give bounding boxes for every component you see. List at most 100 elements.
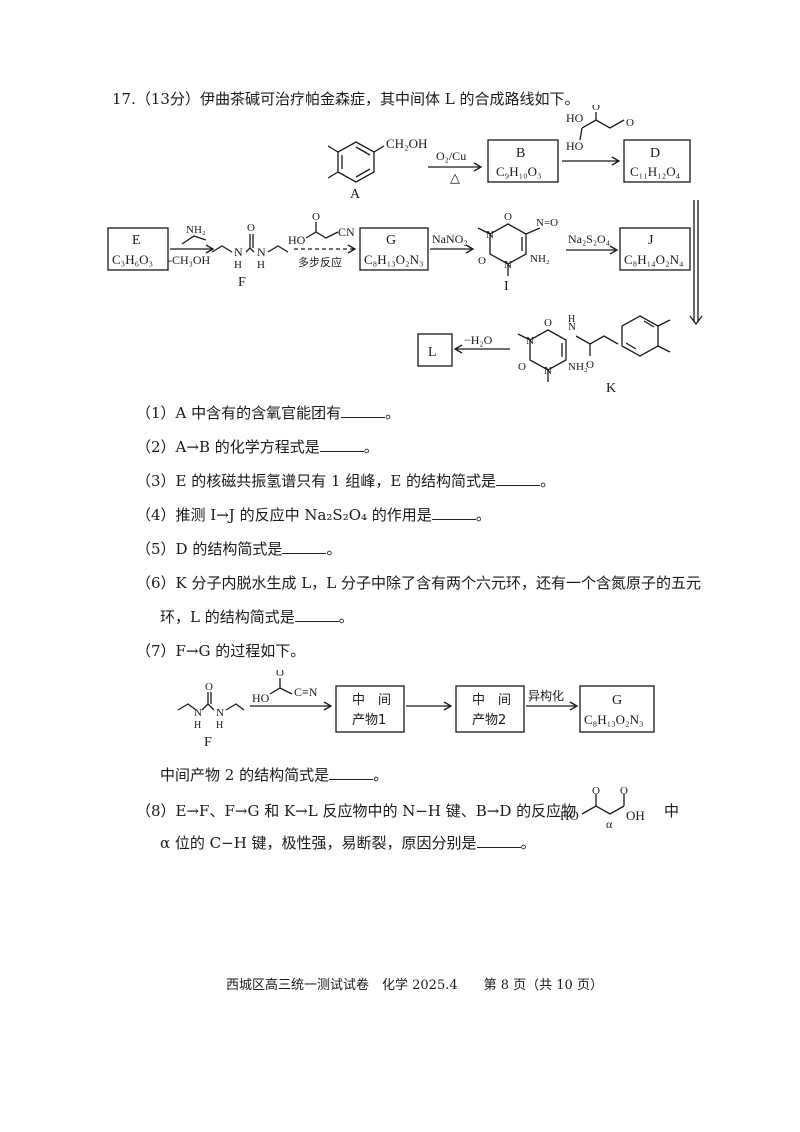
answer-blank-2[interactable] — [319, 437, 364, 452]
reagent-cn: C≡N — [294, 685, 318, 699]
isomerization-label: 异构化 — [528, 688, 564, 703]
compound-k-structure — [517, 315, 671, 382]
compound-b-box — [487, 139, 559, 183]
i-o1: O — [504, 211, 512, 223]
compound-j-label: J — [648, 233, 654, 248]
arrow-kl-reagent: −H₂O — [464, 333, 493, 347]
box1-line2: 产物1 — [352, 713, 386, 728]
f2-h2: H — [216, 720, 223, 731]
answer-blank-5[interactable] — [282, 539, 327, 554]
box2-line1: 中 间 — [472, 693, 511, 708]
f2-h1: H — [194, 720, 201, 731]
question-8a: （8）E→F、F→G 和 K→L 反应物中的 N−H 键、B→D 的反应物 — [136, 802, 577, 820]
question-header: 17.（13分）伊曲茶碱可治疗帕金森症，其中间体 L 的合成路线如下。 — [112, 88, 579, 109]
question-7-answer: 中间产物 2 的结构简式是。 — [160, 765, 389, 784]
malonic-acid-inline: HO OH O O α — [560, 786, 645, 830]
compound-j-box — [619, 227, 691, 271]
compound-e-label: E — [132, 233, 141, 248]
box1-line1: 中 间 — [352, 693, 391, 708]
f2-n2: N — [216, 707, 224, 719]
compound-l-box — [417, 333, 453, 367]
compound-l-label: L — [428, 345, 437, 360]
question-2: （2）A→B 的化学方程式是。 — [136, 437, 379, 456]
arrow-gi-reagent: NaNO₂ — [432, 232, 468, 246]
f-o: O — [247, 222, 255, 234]
compound-d-label: D — [650, 146, 660, 161]
answer-blank-7[interactable] — [329, 765, 374, 780]
compound-g-box — [359, 227, 429, 271]
arrow-ab-reagent: O₂/Cu — [436, 149, 466, 163]
malonic-o1: O — [592, 105, 600, 113]
reagent-ho: HO — [252, 691, 270, 705]
malonic-inline-oh: OH — [626, 808, 645, 823]
i-nh2: NH₂ — [530, 253, 550, 265]
g2-formula: C₈H₁₃O₂N₃ — [584, 712, 644, 727]
f-to-g-scheme: O N H N H F HO O C≡N 中 间 产物1 中 间 产物2 异构化… — [177, 670, 655, 750]
f2-label: F — [204, 735, 212, 750]
arrow-fg-note: 多步反应 — [298, 255, 342, 269]
question-6b: 环，L 的结构简式是。 — [160, 607, 354, 626]
f2-o: O — [205, 681, 213, 693]
compound-d-formula: C₁₁H₁₂O₄ — [630, 164, 681, 179]
malonic-ho2: HO — [566, 139, 584, 153]
answer-blank-4[interactable] — [431, 505, 476, 520]
question-8-zhong: 中 — [664, 802, 680, 820]
synthesis-scheme: CH₂OH A O₂/Cu △ B C₉H₁₀O₃ HO HO O O D C₁… — [107, 105, 703, 396]
answer-blank-6[interactable] — [294, 607, 339, 622]
compound-k-label: K — [606, 381, 616, 396]
answer-blank-3[interactable] — [496, 471, 541, 486]
question-intro: 伊曲茶碱可治疗帕金森症，其中间体 L 的合成路线如下。 — [199, 90, 580, 108]
arrow-fg-ho: HO — [288, 233, 306, 247]
compound-b-label: B — [516, 146, 525, 161]
compound-f-label: F — [238, 275, 246, 290]
k-nh2: NH₂ — [568, 361, 588, 373]
compound-a-label: A — [350, 187, 361, 202]
compound-e-box — [107, 227, 169, 271]
intermediate-1-box — [335, 685, 405, 733]
compound-a-structure — [327, 141, 385, 183]
box2-line2: 产物2 — [472, 713, 506, 728]
compound-a-group: CH₂OH — [386, 136, 427, 151]
malonic-o2: O — [626, 117, 634, 129]
malonic-inline-o1: O — [592, 786, 600, 797]
answer-blank-1[interactable] — [341, 403, 386, 418]
question-4: （4）推测 I→J 的反应中 Na₂S₂O₄ 的作用是。 — [136, 505, 491, 524]
question-1: （1）A 中含有的含氧官能团有。 — [136, 403, 401, 422]
k-o2: O — [518, 361, 526, 373]
arrow-ab-condition: △ — [450, 170, 460, 185]
compound-g-box-2 — [579, 685, 655, 733]
question-3: （3）E 的核磁共振氢谱只有 1 组峰，E 的结构简式是。 — [136, 471, 556, 490]
answer-blank-8[interactable] — [476, 833, 521, 848]
compound-j-formula: C₈H₁₄O₂N₄ — [624, 252, 684, 267]
question-score: （13分） — [135, 90, 200, 108]
k-n2: N — [544, 365, 552, 377]
compound-e-formula: C₃H₆O₃ — [112, 252, 153, 267]
i-n2: N — [504, 259, 512, 271]
malonic-inline-o2: O — [620, 786, 628, 797]
malonic-inline-alpha: α — [606, 817, 613, 830]
question-5: （5）D 的结构简式是。 — [136, 539, 342, 558]
malonic-inline-ho: HO — [560, 808, 579, 823]
f2-n1: N — [194, 707, 202, 719]
malonic-ho1: HO — [566, 111, 584, 125]
compound-g-formula: C₈H₁₃O₂N₃ — [364, 252, 424, 267]
f-h2: H — [257, 259, 265, 271]
k-h: H — [568, 314, 575, 325]
compound-g-label: G — [386, 233, 396, 248]
g2-label: G — [612, 693, 622, 708]
question-8b: α 位的 C−H 键，极性强，易断裂，原因分别是。 — [160, 833, 536, 852]
arrow-fg-cn: CN — [338, 225, 355, 239]
i-n1: N — [486, 229, 494, 241]
f-h1: H — [234, 259, 242, 271]
intermediate-2-box — [455, 685, 525, 733]
compound-d-box — [623, 139, 691, 183]
compound-i-label: I — [504, 279, 509, 294]
k-nh: N — [568, 321, 576, 333]
arrow-fg-o: O — [312, 211, 320, 223]
i-o2: O — [478, 255, 486, 267]
question-number: 17. — [112, 90, 136, 108]
k-o1: O — [544, 317, 552, 329]
arrow-ef-nh2: NH₂ — [186, 224, 206, 236]
compound-i-structure — [477, 223, 541, 276]
compound-f-structure — [211, 234, 289, 253]
